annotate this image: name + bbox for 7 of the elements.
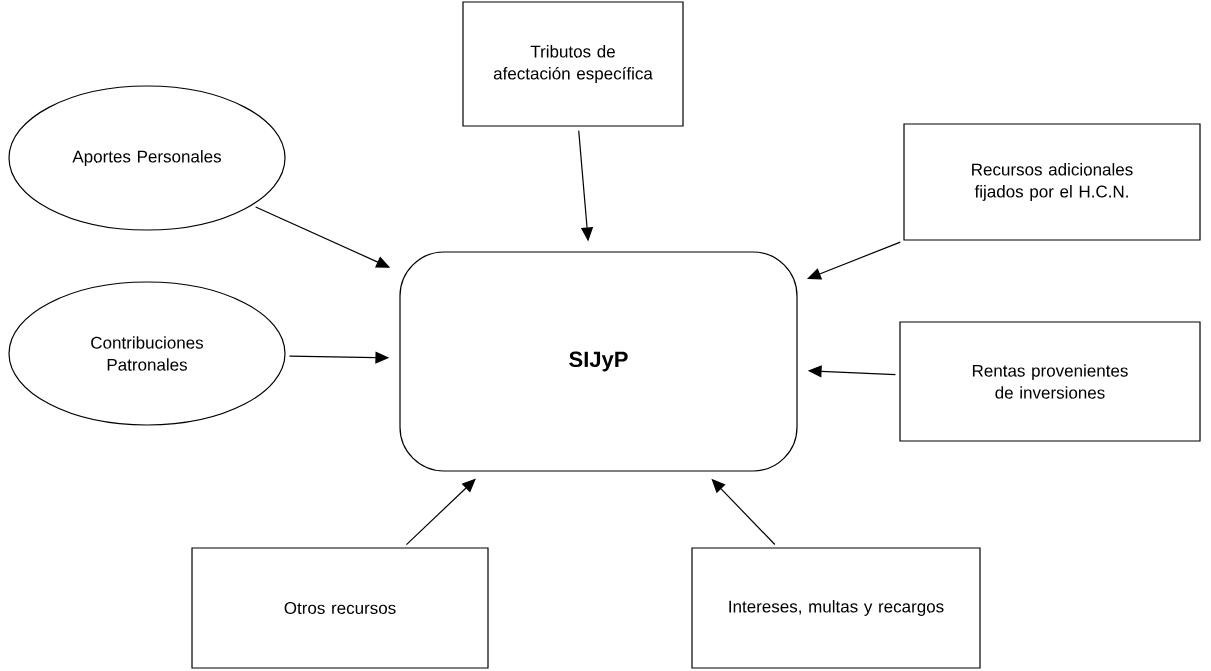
source-box: Intereses, multas y recargos: [691, 547, 981, 669]
source-box: Recursos adicionales fijados por el H.C.N.: [903, 123, 1201, 241]
system-box: SIJyP: [399, 251, 798, 472]
source-box: Otros recursos: [191, 547, 489, 669]
arrow: [405, 478, 476, 546]
source-box: Rentas provenientes de inversiones: [899, 321, 1201, 442]
source-box: Tributos de afectación específica: [462, 1, 684, 127]
